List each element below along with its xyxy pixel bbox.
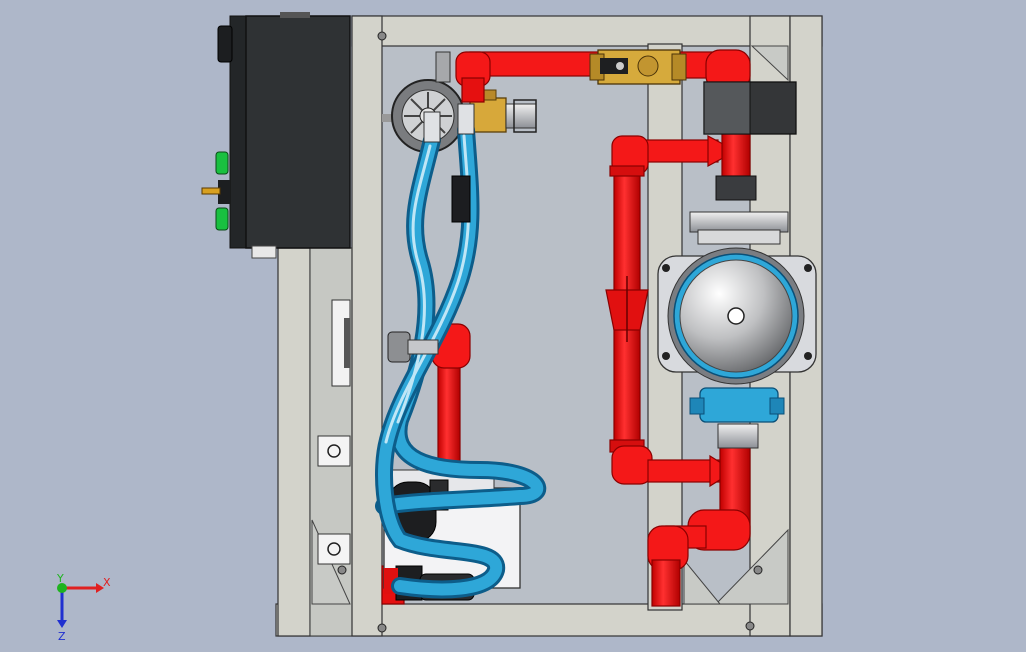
triad-x-label: X	[103, 576, 111, 589]
pump-head-nub	[769, 397, 785, 415]
tank-bolt	[804, 352, 812, 360]
hose-path	[378, 124, 503, 596]
motor-coupler	[715, 175, 757, 201]
tank-valve-center	[727, 307, 745, 325]
bracket-slot	[344, 318, 350, 368]
triad-z-label: Z	[58, 630, 66, 643]
tank-bolt	[662, 264, 670, 272]
frame-top-rail	[351, 15, 823, 47]
indicator-light[interactable]	[215, 207, 229, 231]
gauge-stem	[435, 51, 451, 83]
hose-collar	[451, 175, 471, 223]
steel-nut	[513, 99, 537, 133]
hose-fitting	[457, 103, 475, 135]
tank-bolt	[804, 264, 812, 272]
frame-bolt	[753, 565, 763, 575]
valve-knob	[637, 55, 659, 77]
motor-flange	[697, 229, 781, 245]
square-nut-hole	[327, 444, 341, 458]
pipe-segment	[647, 459, 721, 483]
motor-face	[703, 81, 751, 135]
pump-motor[interactable]	[689, 81, 797, 245]
pipe-coupling	[609, 165, 645, 177]
pipe-segment	[461, 77, 485, 103]
pipe-segment	[469, 51, 599, 77]
frame-bolt	[337, 565, 347, 575]
triad-x-arrow-icon	[96, 583, 104, 593]
line-gauge[interactable]	[387, 331, 439, 363]
frame-bolt	[745, 621, 755, 631]
line-gauge-body	[387, 331, 411, 363]
pump-outlet-nut	[717, 423, 759, 449]
square-nut-plate	[317, 533, 351, 565]
solenoid-valve[interactable]	[589, 49, 687, 85]
tank-bolt	[662, 352, 670, 360]
red-pipework[interactable]	[381, 49, 751, 607]
valve-nut	[671, 53, 687, 81]
frame-inner-left-post	[351, 15, 383, 637]
frame-left-post	[277, 247, 311, 637]
hose-fitting	[423, 111, 441, 143]
control-box-top-tab	[280, 12, 310, 18]
motor-flange	[689, 211, 789, 233]
gusset-bottom-middle	[683, 558, 722, 605]
triad-y-axis-dot-icon	[57, 583, 67, 593]
frame-bolt	[377, 31, 387, 41]
coordinate-triad: X Y Z	[56, 572, 111, 643]
gusset-bottom-right	[714, 528, 789, 605]
square-nut-plate	[317, 435, 351, 467]
control-box-foot	[251, 245, 277, 259]
valve-coil	[600, 58, 628, 74]
blue-hoses[interactable]	[375, 103, 547, 599]
steel-connector	[505, 103, 537, 129]
gusset-top-right	[750, 45, 789, 82]
pump-head-nub	[689, 397, 705, 415]
frame-bolt	[377, 623, 387, 633]
control-box[interactable]	[201, 12, 351, 259]
square-nut-hole	[327, 542, 341, 556]
line-gauge-stem	[407, 339, 439, 355]
valve-screw	[616, 62, 624, 70]
pipe-segment	[721, 131, 751, 177]
pipe-elbow	[611, 445, 653, 485]
control-box-body	[245, 15, 351, 249]
indicator-light[interactable]	[215, 151, 229, 175]
left-bracket-plates	[317, 299, 351, 565]
pipe-segment	[651, 559, 681, 607]
triad-y-label: Y	[56, 572, 64, 585]
cable-gland	[217, 25, 233, 63]
pump-head	[699, 387, 779, 423]
triad-z-arrow-icon	[57, 620, 67, 628]
hose-path	[378, 134, 544, 512]
switch-body[interactable]	[218, 180, 230, 204]
gauge-shaft	[382, 114, 396, 122]
switch-lever[interactable]	[201, 187, 221, 195]
expansion-tank[interactable]	[657, 247, 817, 449]
brass-body	[469, 97, 507, 133]
